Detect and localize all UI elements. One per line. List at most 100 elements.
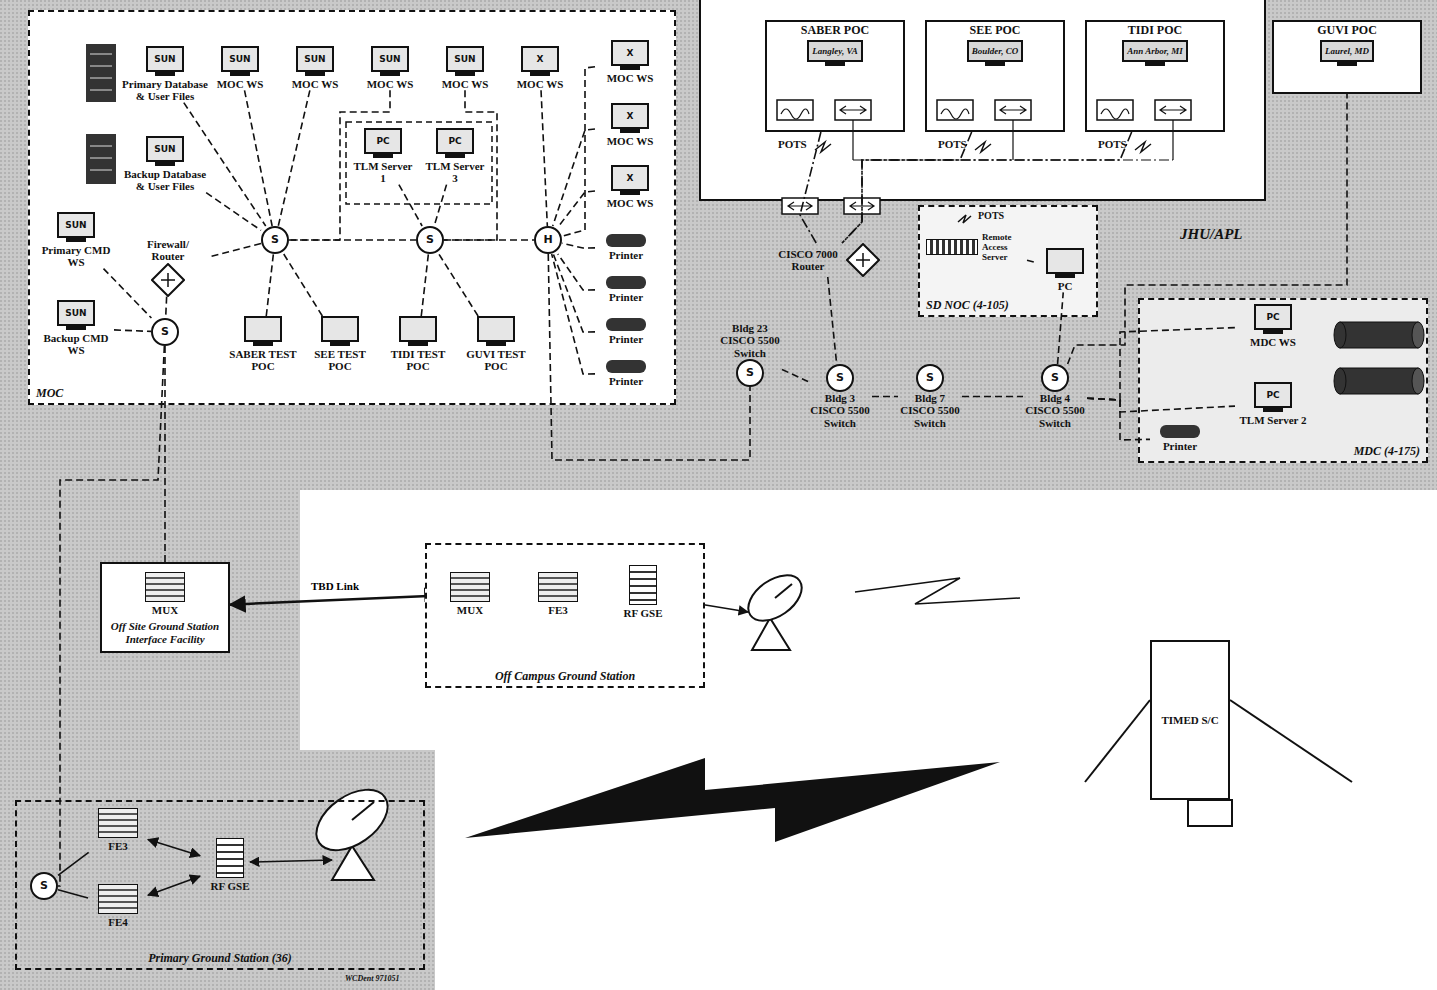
network-link (148, 876, 200, 895)
workstation-label: MOC WS (607, 135, 654, 147)
network-switch: S (261, 226, 289, 254)
workstation: SABER TEST POC (225, 316, 301, 373)
network-switch: S (151, 318, 179, 346)
network-link (278, 90, 310, 226)
monitor-stand (455, 72, 475, 76)
workstation-label: MDC WS (1250, 336, 1296, 348)
monitor-screen: X (611, 165, 649, 191)
monitor-screen (244, 316, 282, 342)
rack-icon (538, 572, 578, 602)
router-diamond: CISCO 7000 Router (770, 243, 882, 277)
screen-label: SUN (454, 54, 475, 64)
network-link (962, 396, 1023, 398)
monitor-screen (1046, 248, 1084, 274)
region-box: MDC (4-175)PCMDC WSPCTLM Server 2Printer (1138, 298, 1428, 463)
monitor-screen: X (611, 103, 649, 129)
region-box: MOCSUNPrimary Database & User FilesSUNBa… (28, 10, 676, 405)
line-label: POTS (978, 210, 1004, 221)
equipment-rack: RF GSE (615, 565, 671, 619)
workstation: SUNBackup CMD WS (38, 300, 114, 357)
monitor-stand (1263, 408, 1283, 412)
monitor-stand (155, 162, 175, 166)
network-link (284, 254, 323, 316)
workstation: X MOC WS (595, 40, 665, 84)
equipment-rack: FE3 (88, 808, 148, 852)
network-link (206, 193, 261, 231)
printer-label: Printer (609, 291, 643, 303)
printer: Printer (595, 234, 657, 261)
guvi-ground (1272, 20, 1422, 94)
switch-letter: S (836, 372, 844, 384)
facility-label: Off Site Ground Station Interface Facili… (106, 620, 224, 645)
network-switch: H (534, 226, 562, 254)
network-link (559, 191, 595, 226)
workstation-label: PC (1058, 280, 1073, 292)
monitor-screen: X (611, 40, 649, 66)
network-switch: S (416, 226, 444, 254)
printer: Printer (595, 276, 657, 303)
server-label: Remote Access Server (982, 232, 1027, 262)
printer: Printer (595, 318, 657, 345)
monitor-stand (1055, 274, 1075, 278)
workstation-label: MOC WS (607, 72, 654, 84)
workstation-label: Primary CMD WS (38, 244, 114, 269)
rack-label: FE3 (108, 840, 128, 852)
monitor-screen: PC (436, 128, 474, 154)
network-link (562, 243, 595, 248)
equipment-rack: RF GSE (200, 838, 260, 892)
workstation-label: MOC WS (607, 197, 654, 209)
network-link (1068, 94, 1347, 364)
monitor-screen: X (521, 46, 559, 72)
screen-label: SUN (229, 54, 250, 64)
pots-zigzag (815, 142, 1151, 223)
moc-ground (28, 10, 676, 405)
monitor-screen (477, 316, 515, 342)
network-link (184, 103, 266, 226)
workstation: PCTLM Server 2 (1235, 382, 1311, 426)
workstation: SUNMOC WS (355, 46, 425, 90)
workstation-label: MOC WS (292, 78, 339, 90)
rack-label: FE4 (108, 916, 128, 928)
workstation: SUNPrimary Database & User Files (120, 46, 210, 103)
workstation: SUN Primary CMD WS (38, 212, 114, 269)
switch-label: Bldg 3 CISCO 5500 Switch (808, 392, 872, 429)
monitor-screen: SUN (146, 136, 184, 162)
location-label: Langley, VA (812, 46, 858, 56)
network-link (558, 254, 595, 290)
equipment-rack: FE4 (88, 884, 148, 928)
monitor-screen: SUN (221, 46, 259, 72)
workstation: PCTLM Server 1 (350, 128, 416, 185)
network-link (164, 346, 166, 562)
screen-label: SUN (304, 54, 325, 64)
workstation-label: TIDI TEST POC (380, 348, 456, 373)
network-link (553, 254, 595, 332)
noc-ground (918, 205, 1098, 317)
switch-letter: S (926, 372, 934, 384)
screen-label: SUN (65, 220, 86, 230)
region-label: Off Campus Ground Station (427, 670, 703, 683)
workstation: X MOC WS (595, 165, 665, 209)
network-link (872, 396, 898, 398)
network-link (1087, 328, 1235, 400)
network-link (1058, 292, 1064, 364)
monitor-stand (373, 154, 393, 158)
rack-label: FE3 (548, 604, 568, 616)
switch-label: Bldg 23 CISCO 5500 Switch (718, 322, 782, 359)
monitor-stand (380, 72, 400, 76)
rack-label: MUX (457, 604, 483, 616)
printer-label: Printer (1163, 440, 1197, 452)
screen-label: SUN (154, 144, 175, 154)
server-rack (86, 44, 116, 184)
switch-letter: S (426, 234, 434, 246)
monitor-screen: Boulder, CO (967, 40, 1024, 62)
network-link (828, 277, 837, 364)
workstation-label: Backup CMD WS (38, 332, 114, 357)
radio-bolt (855, 578, 1020, 604)
modem-bank: Remote Access Server (926, 232, 1027, 262)
network-link (58, 852, 89, 875)
monitor-stand (486, 342, 506, 346)
screen-label: SUN (379, 54, 400, 64)
router-label: CISCO 7000 Router (773, 248, 843, 273)
network-link (208, 244, 261, 258)
